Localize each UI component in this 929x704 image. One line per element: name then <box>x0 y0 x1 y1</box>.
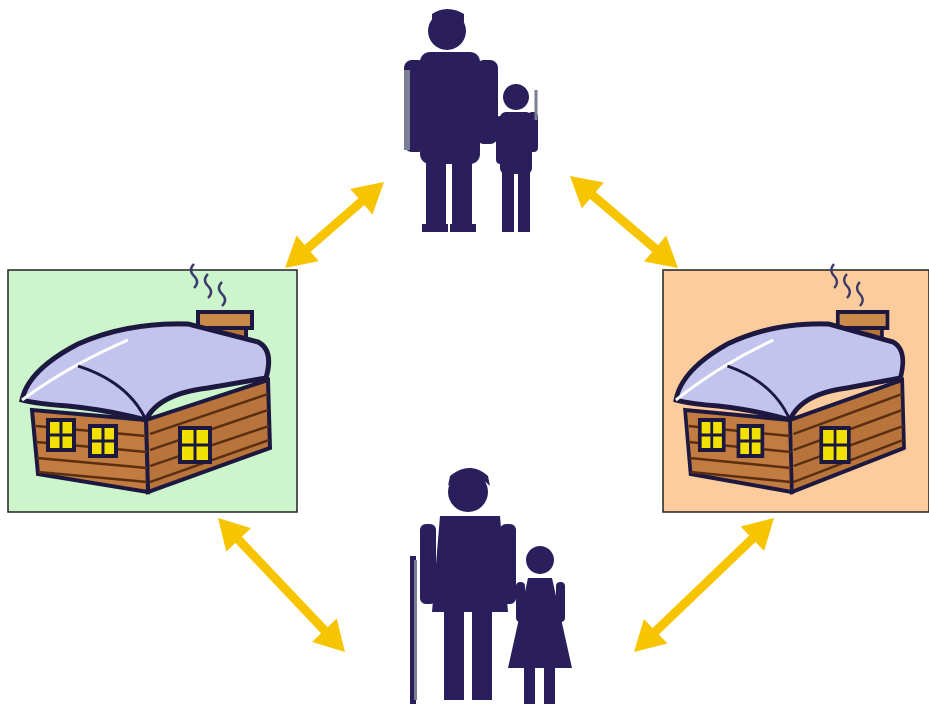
arrowhead <box>634 618 668 652</box>
arrowhead <box>218 518 251 552</box>
woman-and-girl-icon <box>410 468 572 704</box>
house-left <box>7 264 298 513</box>
man-and-boy-icon <box>404 9 538 232</box>
double-arrow-house-right-woman-with-girl <box>634 518 774 652</box>
arrowhead <box>350 182 384 215</box>
house-right <box>662 264 929 513</box>
arrowhead <box>285 235 319 268</box>
connection-arrows <box>218 176 774 652</box>
arrowhead <box>312 618 345 652</box>
arrowhead <box>644 235 678 268</box>
double-arrow-house-left-man-with-boy <box>285 182 384 268</box>
double-arrow-house-left-woman-with-girl <box>218 518 345 652</box>
arrowhead <box>570 176 604 209</box>
double-arrow-man-with-boy-house-right <box>570 176 678 268</box>
arrowhead <box>740 518 774 552</box>
